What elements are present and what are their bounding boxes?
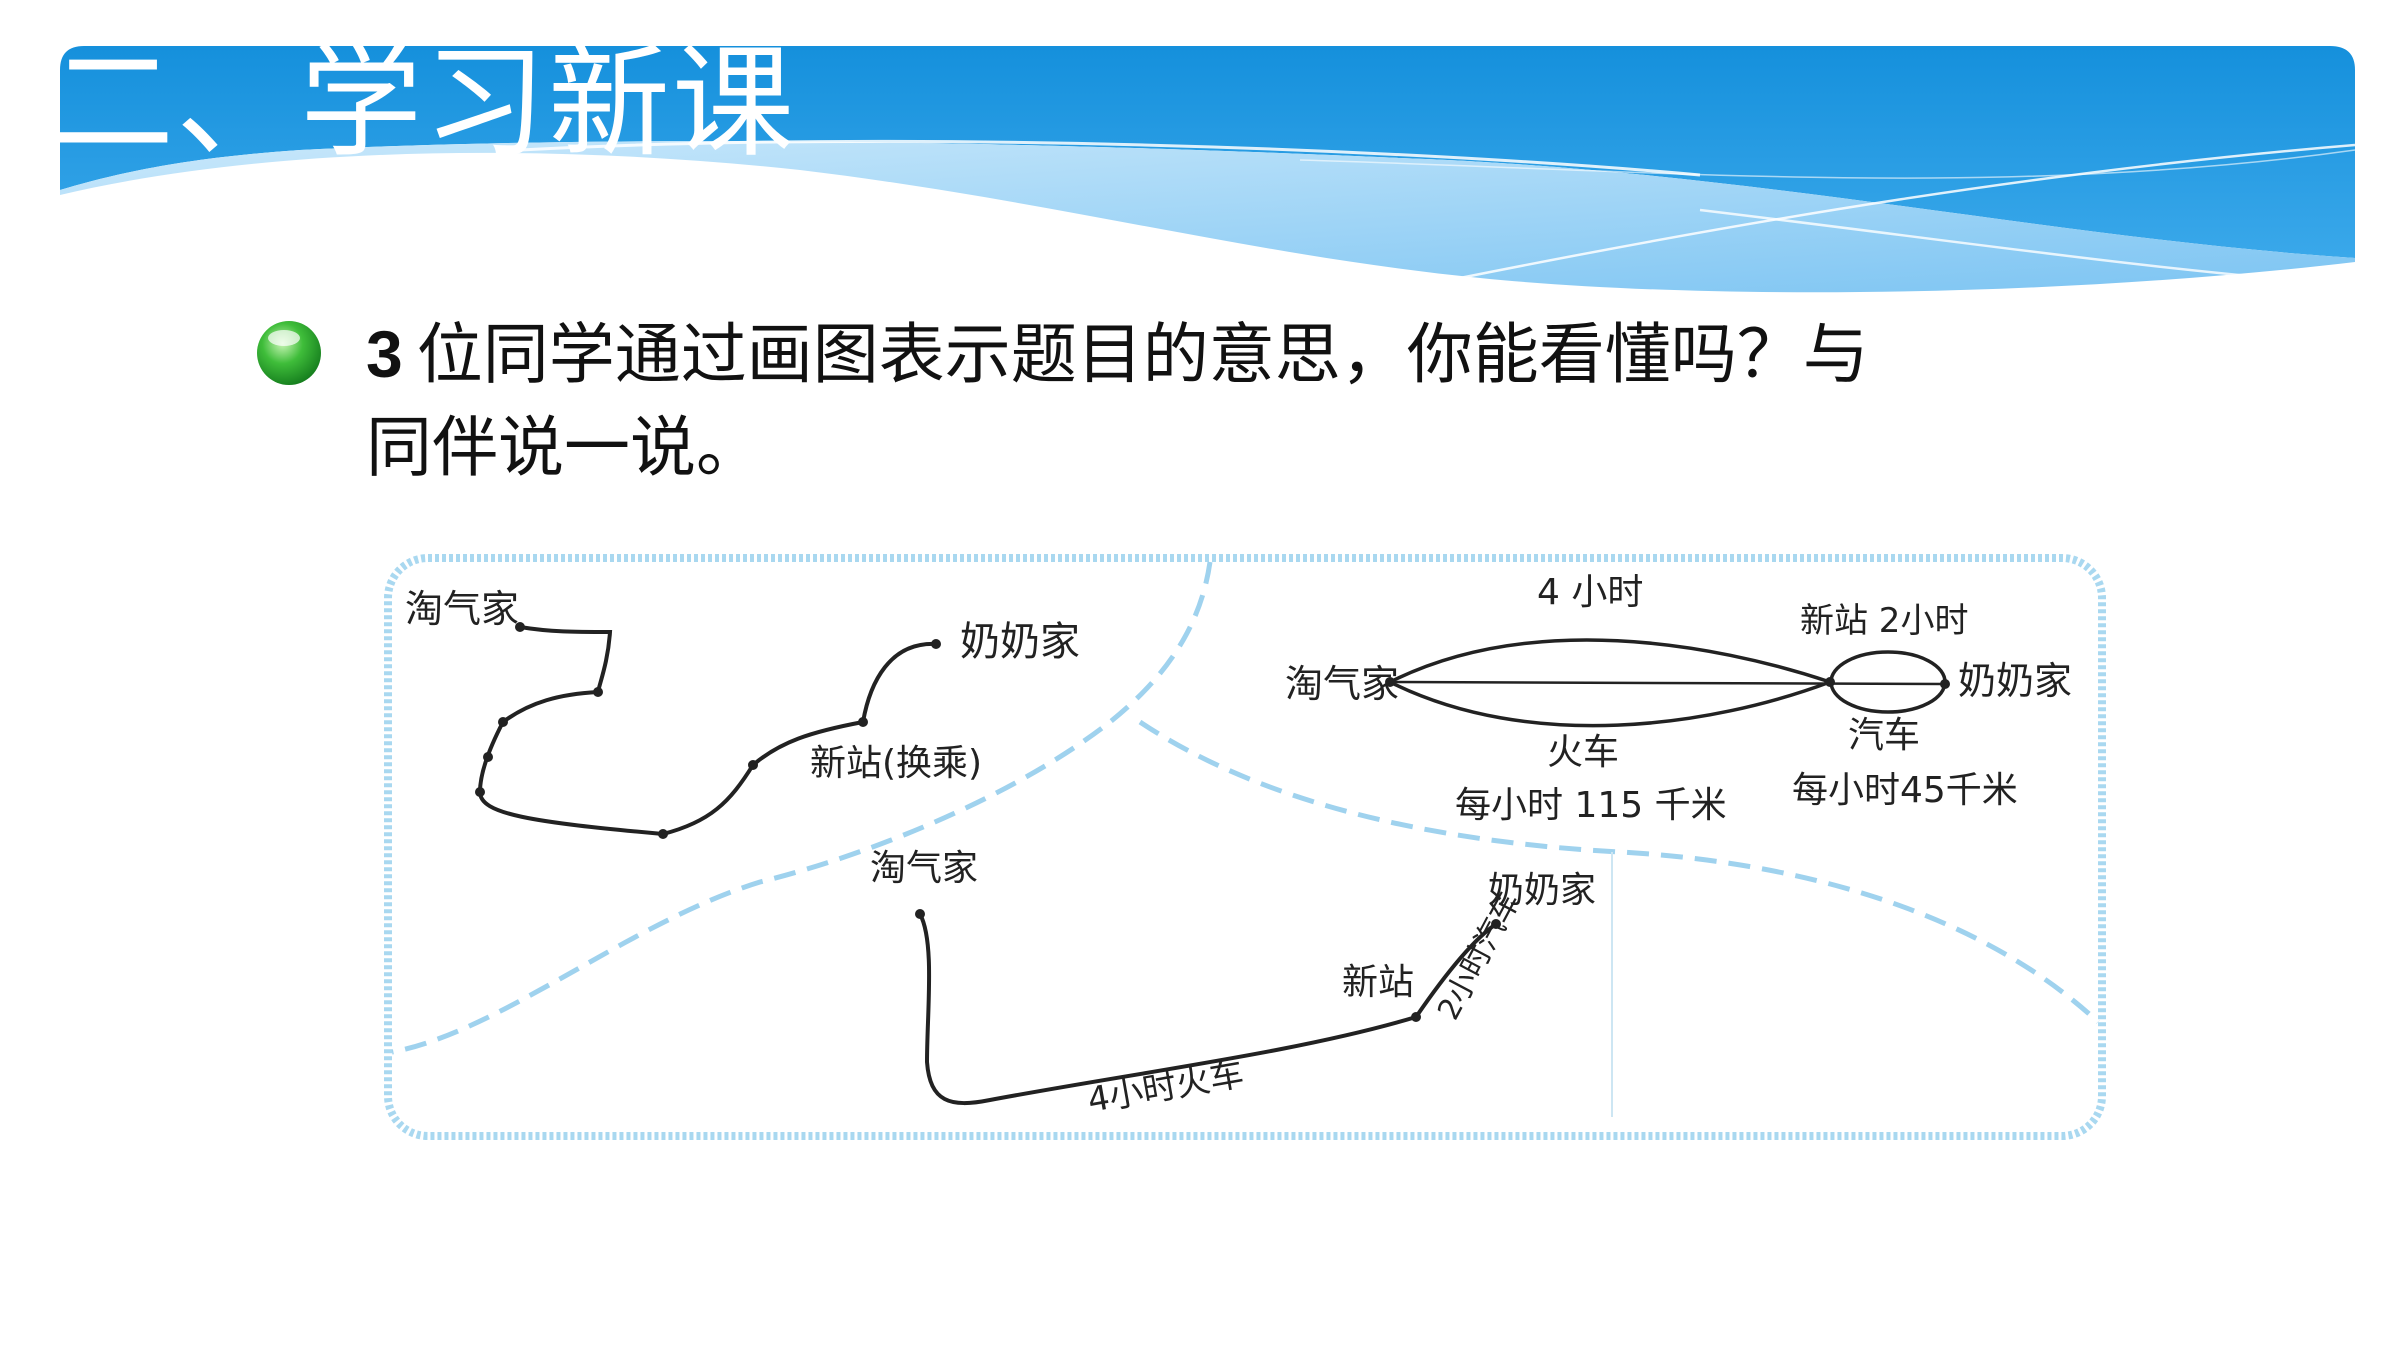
sketch3-end-label: 奶奶家	[1488, 870, 1596, 911]
bullet-icon	[257, 321, 321, 385]
sketch1-transfer-label: 新站(换乘)	[810, 743, 982, 784]
sketch-2: 4 小时 新站 2小时 淘气家 奶奶家 火车 每小时 115 千米 汽车 每小时…	[1285, 572, 2072, 826]
figure-frame	[384, 554, 2106, 1140]
question-text-1: 位同学通过画图表示题目的意思，你能看懂吗？与	[416, 316, 1869, 393]
sketch3-bus-leg: 2小时汽车	[1431, 887, 1527, 1026]
sketch2-train-speed: 每小时 115 千米	[1455, 785, 1727, 826]
sketch1-end-label: 奶奶家	[960, 619, 1080, 665]
sketch2-train-label: 火车	[1547, 732, 1619, 773]
sketch2-points	[1385, 677, 1950, 689]
divider-top	[391, 561, 1213, 1055]
sketch2-bus-ellipse	[1829, 650, 1947, 714]
sketch1-start-label: 淘气家	[405, 587, 519, 631]
sketch2-bus-speed: 每小时45千米	[1792, 770, 2018, 811]
route-sketches-figure: 淘气家 奶奶家 新站(换乘) 4 小时 新站 2小时 淘气家 奶奶家 火车 每小…	[384, 554, 2106, 1140]
sketch3-points	[915, 909, 1501, 1022]
sketch1-route	[477, 625, 937, 837]
divider-right	[1138, 719, 2100, 1024]
header-banner	[60, 46, 2356, 293]
sketch1-points	[475, 622, 941, 839]
sketch2-start-label: 淘气家	[1285, 662, 1399, 706]
sketch-1: 淘气家 奶奶家 新站(换乘)	[405, 587, 1080, 839]
sketch3-start-label: 淘气家	[870, 848, 978, 889]
sketch2-top-time: 4 小时	[1537, 572, 1643, 613]
sketch2-end-label: 奶奶家	[1958, 659, 2072, 703]
question-number: 3	[366, 317, 403, 391]
sketch2-bus-label: 汽车	[1848, 715, 1920, 756]
question-line-2: 同伴说一说。	[366, 409, 762, 486]
sketch3-route	[918, 913, 1498, 1106]
sketch2-baseline	[1389, 680, 1946, 686]
sketch-3: 淘气家 奶奶家 新站 4小时火车 2小时汽车	[870, 848, 1596, 1121]
slide-title: 二、学习新课	[52, 32, 796, 174]
sketch3-station-label: 新站	[1342, 962, 1414, 1003]
sketch2-station-time: 新站 2小时	[1800, 601, 1968, 641]
sketch3-train-leg: 4小时火车	[1085, 1054, 1247, 1121]
